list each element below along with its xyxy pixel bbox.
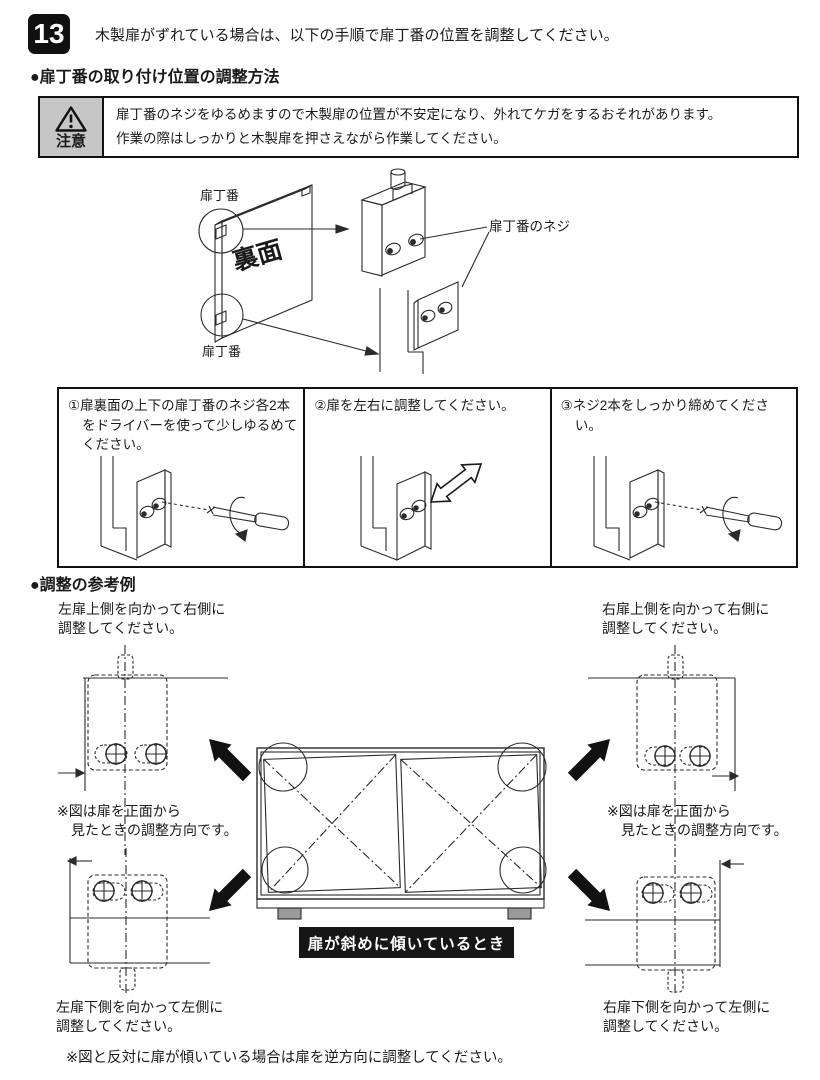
hinge-location-diagram	[198, 168, 490, 374]
hinge-front-view-bottom-right	[585, 848, 744, 995]
caution-header-cell: 注意	[40, 98, 104, 156]
front-view-note-left: ※図は扉を正面から 見たときの調整方向です。	[57, 803, 238, 838]
door-back-panel	[198, 184, 313, 343]
screwdriver-icon	[699, 496, 782, 542]
hinge-screw-label: 扉丁番のネジ	[489, 219, 570, 234]
tilted-door-badge: 扉が斜めに傾いているとき	[299, 927, 514, 958]
cabinet-front-view	[256, 742, 547, 920]
screwdriver-icon	[206, 496, 290, 542]
left-right-adjust-arrow	[430, 463, 483, 503]
reverse-direction-note: ※図と反対に扉が傾いている場合は扉を逆方向に調整してください。	[66, 1050, 512, 1066]
adjust-note-top-right: 右扉上側を向かって右側に 調整してください。	[602, 601, 770, 636]
front-view-note-right: ※図は扉を正面から 見たときの調整方向です。	[607, 803, 788, 838]
section-title-adjust-method: ●扉丁番の取り付け位置の調整方法	[30, 69, 280, 86]
section-title-reference: ●調整の参考例	[30, 577, 136, 594]
pointer-arrows	[242, 224, 380, 356]
hinge-front-view-top-right	[588, 645, 740, 855]
screw-label-leaders	[419, 226, 490, 288]
step-1-text: ①扉裏面の上下の扉丁番のネジ各2本をドライバーを使って少しゆるめてください。	[68, 398, 298, 453]
warning-triangle-icon	[55, 106, 87, 132]
step-2-diagram	[360, 456, 483, 561]
adjustment-reference-diagram	[58, 645, 744, 995]
adjust-note-top-left: 左扉上側を向かって右側に 調整してください。	[58, 601, 226, 636]
step-cell-1: ①扉裏面の上下の扉丁番のネジ各2本をドライバーを使って少しゆるめてください。	[59, 389, 306, 566]
step-cell-2: ②扉を左右に調整してください。	[305, 389, 552, 566]
caution-label: 注意	[55, 133, 86, 150]
step-3-diagram	[593, 456, 782, 561]
step-cell-3: ③ネジ2本をしっかり締めてください。	[552, 389, 796, 566]
hinge-front-view-bottom-left	[66, 848, 210, 995]
bottom-hinge-enlarged	[379, 281, 459, 374]
step-instruction: 木製扉がずれている場合は、以下の手順で扉丁番の位置を調整してください。	[95, 27, 619, 44]
top-hinge-enlarged	[360, 168, 427, 277]
hinge-front-view-top-left	[58, 645, 228, 855]
step-2-text: ②扉を左右に調整してください。	[314, 398, 515, 413]
caution-text: 扉丁番のネジをゆるめますので木製扉の位置が不安定になり、外れてケガをするおそれが…	[116, 107, 722, 146]
left-door	[263, 754, 401, 893]
hinge-label-top: 扉丁番	[200, 188, 240, 203]
step-number-badge: 13	[28, 14, 70, 54]
step-1-diagram	[100, 456, 290, 561]
right-door	[400, 754, 542, 893]
adjust-note-bottom-right: 右扉下側を向かって左側に 調整してください。	[603, 999, 771, 1034]
hinge-label-bottom: 扉丁番	[202, 344, 242, 359]
step-3-text: ③ネジ2本をしっかり締めてください。	[560, 398, 769, 433]
steps-table: ①扉裏面の上下の扉丁番のネジ各2本をドライバーを使って少しゆるめてください。	[57, 387, 798, 568]
caution-box: 注意 扉丁番のネジをゆるめますので木製扉の位置が不安定になり、外れてケガをするお…	[38, 96, 799, 158]
adjust-note-bottom-left: 左扉下側を向かって左側に 調整してください。	[56, 999, 224, 1034]
adjustment-direction-arrows	[209, 739, 610, 911]
